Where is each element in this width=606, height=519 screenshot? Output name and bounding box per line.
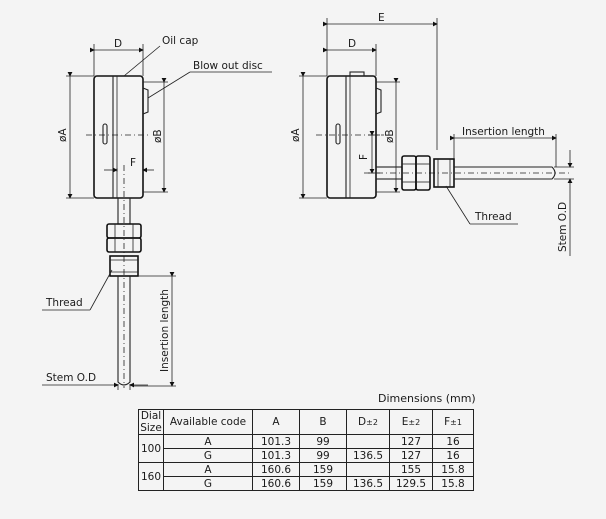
header-available-code: Available code <box>163 409 253 435</box>
code-cell: A <box>163 434 253 449</box>
f-cell: 16 <box>432 448 474 463</box>
thread-label-left: Thread <box>45 297 83 309</box>
stem-od-label-right: Stem O.D <box>557 202 569 252</box>
phi-b-label-left: øB <box>152 129 164 143</box>
code-cell: G <box>163 476 253 491</box>
oil-cap-label: Oil cap <box>162 35 199 47</box>
b-cell: 99 <box>299 434 347 449</box>
b-cell: 159 <box>299 462 347 477</box>
e-cell: 127 <box>389 434 433 449</box>
a-cell: 160.6 <box>252 476 300 491</box>
b-cell: 159 <box>299 476 347 491</box>
a-cell: 101.3 <box>252 448 300 463</box>
dimensions-caption: Dimensions (mm) <box>378 392 476 405</box>
phi-b-label-right: øB <box>384 129 396 143</box>
phi-a-label-right: øA <box>290 128 302 142</box>
stem-od-label-left: Stem O.D <box>46 372 96 384</box>
b-cell: 99 <box>299 448 347 463</box>
gauge-case-left <box>93 75 144 199</box>
a-cell: 160.6 <box>252 462 300 477</box>
bottom-connection-view: D Oil cap Blow out disc øA øB F <box>42 35 272 390</box>
dial-size-cell: 160 <box>138 462 164 491</box>
e-cell: 155 <box>389 462 433 477</box>
code-cell: G <box>163 448 253 463</box>
code-cell: A <box>163 462 253 477</box>
f-cell: 16 <box>432 434 474 449</box>
e-label-right: E <box>378 12 385 24</box>
table-row: 100 A 101.3 99 127 16 <box>138 434 474 463</box>
back-connection-view: E D øA øB F <box>290 12 574 256</box>
table-row: G 101.3 99 136.5 127 16 <box>139 448 474 463</box>
insertion-length-label-right: Insertion length <box>462 126 545 138</box>
f-label-right: F <box>358 154 370 160</box>
table-row: 160 A 160.6 159 155 15.8 <box>138 462 474 491</box>
d-label-left: D <box>114 38 122 50</box>
header-a: A <box>252 409 300 435</box>
dial-size-cell: 100 <box>138 434 164 463</box>
table-row: G 160.6 159 136.5 129.5 15.8 <box>139 476 474 491</box>
gauge-case-right <box>326 75 377 199</box>
d-cell: 136.5 <box>346 448 390 463</box>
e-cell: 129.5 <box>389 476 433 491</box>
d-cell <box>346 462 390 477</box>
insertion-length-label-left: Insertion length <box>159 289 171 372</box>
header-e: E±2 <box>389 409 433 435</box>
header-d: D±2 <box>346 409 390 435</box>
phi-a-label-left: øA <box>57 128 69 142</box>
blow-out-disc-label: Blow out disc <box>193 60 263 72</box>
e-cell: 127 <box>389 448 433 463</box>
thread-label-right: Thread <box>474 211 512 223</box>
d-cell: 136.5 <box>346 476 390 491</box>
a-cell: 101.3 <box>252 434 300 449</box>
d-cell <box>346 434 390 449</box>
f-cell: 15.8 <box>432 462 474 477</box>
header-f: F±1 <box>432 409 474 435</box>
f-cell: 15.8 <box>432 476 474 491</box>
f-label-left: F <box>130 157 136 169</box>
header-b: B <box>299 409 347 435</box>
d-label-right: D <box>348 38 356 50</box>
